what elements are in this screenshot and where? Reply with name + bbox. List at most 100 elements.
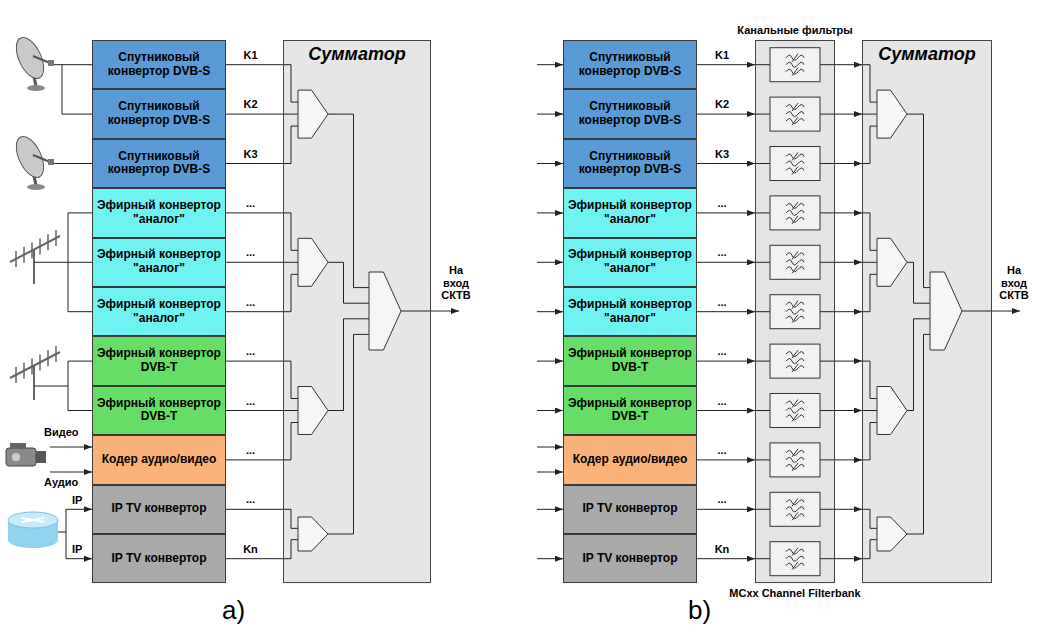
wire xyxy=(755,558,770,559)
satellite-dish xyxy=(11,33,54,91)
filter-wave xyxy=(792,251,798,259)
combiner-symbol xyxy=(298,387,328,435)
signal-connector xyxy=(835,311,862,312)
box-label: IP TV конвертор xyxy=(583,552,678,566)
combiner-panel: Сумматор xyxy=(283,40,431,583)
wire xyxy=(820,262,835,263)
wire xyxy=(68,410,92,411)
channel-label: K3 xyxy=(243,148,257,160)
wire xyxy=(862,213,877,250)
wire xyxy=(328,334,369,534)
figure-label: b) xyxy=(688,596,711,626)
channel-label: ... xyxy=(717,246,726,258)
filter-wave xyxy=(792,265,798,273)
filter-wave xyxy=(792,216,798,224)
wire xyxy=(283,274,298,311)
wire xyxy=(755,163,770,164)
channel-label: ... xyxy=(246,296,255,308)
wire xyxy=(862,262,877,263)
filter-wave xyxy=(792,301,798,309)
channel-label: ... xyxy=(246,444,255,456)
wire xyxy=(907,262,930,303)
wire xyxy=(537,311,563,312)
iptv-converter-box: IP TV конвертор xyxy=(563,534,697,583)
box-label: Спутниковый конвертор DVB-S xyxy=(568,150,692,178)
box-label: Эфирный конвертор "аналог" xyxy=(97,248,221,276)
box-label: Спутниковый конвертор DVB-S xyxy=(97,51,221,79)
signal-connector xyxy=(697,64,755,65)
filter-wave xyxy=(786,556,804,561)
filter-wave xyxy=(792,167,798,175)
wire xyxy=(537,509,563,510)
wire xyxy=(755,114,770,115)
signal-label: IP xyxy=(72,494,82,507)
filter-wave xyxy=(792,68,798,76)
wire xyxy=(862,509,877,528)
filter-wave xyxy=(792,463,798,471)
filter-wave xyxy=(792,315,798,323)
box-label: Спутниковый конвертор DVB-S xyxy=(97,100,221,128)
box-label: Эфирный конвертор DVB-T xyxy=(568,347,692,375)
wire xyxy=(283,423,298,460)
analog-converter-box: Эфирный конвертор "аналог" xyxy=(92,238,226,287)
wire xyxy=(283,262,298,263)
signal-label: Аудио xyxy=(44,476,78,489)
filter-wave xyxy=(786,210,804,215)
signal-connector xyxy=(226,212,283,213)
filter-wave xyxy=(792,350,798,358)
signal-connector xyxy=(226,361,283,362)
signal-connector xyxy=(835,262,862,263)
wire xyxy=(537,410,563,411)
filter-wave xyxy=(786,408,804,413)
combiner-symbol xyxy=(298,90,328,138)
wire xyxy=(537,361,563,362)
wire xyxy=(755,410,770,411)
channel-label: ... xyxy=(246,197,255,209)
wire xyxy=(34,262,68,263)
wire xyxy=(862,410,877,411)
bandpass-filter-symbol xyxy=(770,344,820,378)
wire xyxy=(820,114,835,115)
satellite-converter-box: Спутниковый конвертор DVB-S xyxy=(92,139,226,188)
signal-connector xyxy=(835,410,862,411)
bandpass-filter-symbol xyxy=(770,394,820,428)
wire xyxy=(862,114,877,115)
satellite-dish xyxy=(11,132,54,190)
bandpass-filter-symbol xyxy=(770,245,820,279)
wire xyxy=(907,319,930,411)
output-label: На вход СКТВ xyxy=(996,264,1032,302)
filter-wave xyxy=(792,103,798,111)
signal-connector xyxy=(835,509,862,510)
analog-converter-box: Эфирный конвертор "аналог" xyxy=(92,188,226,237)
wire xyxy=(283,410,298,411)
wire xyxy=(328,262,369,303)
bandpass-filter-symbol xyxy=(770,48,820,82)
wire xyxy=(862,540,877,559)
box-label: Эфирный конвертор "аналог" xyxy=(568,248,692,276)
wire xyxy=(283,114,298,115)
wire xyxy=(755,509,770,510)
signal-connector xyxy=(697,114,755,115)
channel-label: ... xyxy=(717,345,726,357)
box-label: IP TV конвертор xyxy=(112,552,207,566)
wire xyxy=(862,361,877,398)
combiner-symbol xyxy=(298,238,328,286)
channel-label: K2 xyxy=(243,98,257,110)
channel-label: Kn xyxy=(243,543,258,555)
signal-connector xyxy=(226,311,283,312)
combiner-panel: Сумматор xyxy=(862,40,992,583)
filter-wave xyxy=(786,457,804,462)
satellite-converter-box: Спутниковый конвертор DVB-S xyxy=(563,40,697,89)
channel-label: ... xyxy=(717,395,726,407)
iptv-converter-box: IP TV конвертор xyxy=(92,485,226,534)
box-label: IP TV конвертор xyxy=(112,502,207,516)
analog-converter-box: Эфирный конвертор "аналог" xyxy=(563,287,697,336)
box-label: Кодер аудио/видео xyxy=(573,453,688,467)
channel-label: ... xyxy=(246,395,255,407)
filter-wave xyxy=(792,54,798,62)
panel-title: Сумматор xyxy=(863,41,991,65)
bank-caption: MCxx Channel Filterbank xyxy=(696,587,894,600)
wire xyxy=(820,410,835,411)
panel-fill xyxy=(755,40,835,583)
box-label: Эфирный конвертор "аналог" xyxy=(97,298,221,326)
